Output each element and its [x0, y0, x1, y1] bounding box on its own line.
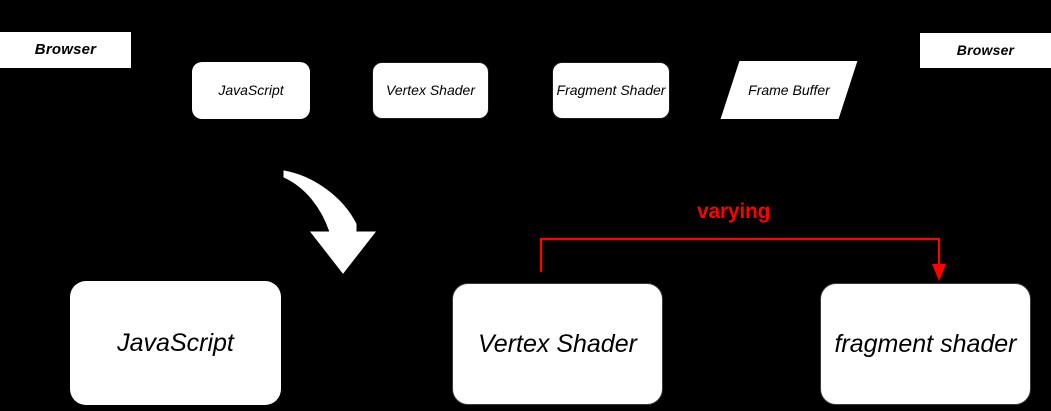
stage-node-fragment-shader-label: fragment shader: [834, 329, 1017, 358]
stage-node-vertex-shader-label: Vertex Shader: [478, 329, 637, 358]
legend-tab-browser-right-label: Browser: [956, 42, 1015, 59]
palette-node-javascript-label: JavaScript: [218, 82, 284, 99]
palette-node-fragment-shader[interactable]: Fragment Shader: [552, 62, 670, 119]
palette-node-vertex-shader-label: Vertex Shader: [386, 82, 475, 99]
palette-node-frame-buffer-label: Frame Buffer: [748, 82, 830, 98]
stage-node-javascript[interactable]: JavaScript: [70, 281, 281, 405]
palette-node-javascript[interactable]: JavaScript: [192, 62, 310, 119]
curved-down-arrow-icon: [283, 170, 377, 274]
legend-tab-browser-right[interactable]: Browser: [920, 33, 1051, 68]
stage-node-fragment-shader[interactable]: fragment shader: [820, 283, 1031, 405]
palette-node-frame-buffer[interactable]: Frame Buffer: [720, 61, 858, 119]
palette-node-vertex-shader[interactable]: Vertex Shader: [372, 62, 489, 119]
stage-node-javascript-label: JavaScript: [117, 328, 234, 357]
palette-node-fragment-shader-label: Fragment Shader: [556, 82, 666, 99]
varying-bracket-arrow-icon: [539, 237, 946, 281]
legend-tab-browser-left[interactable]: Browser: [0, 32, 131, 68]
stage-node-vertex-shader[interactable]: Vertex Shader: [452, 283, 663, 405]
varying-annotation-label: varying: [697, 200, 771, 223]
legend-tab-browser-left-label: Browser: [34, 41, 97, 59]
